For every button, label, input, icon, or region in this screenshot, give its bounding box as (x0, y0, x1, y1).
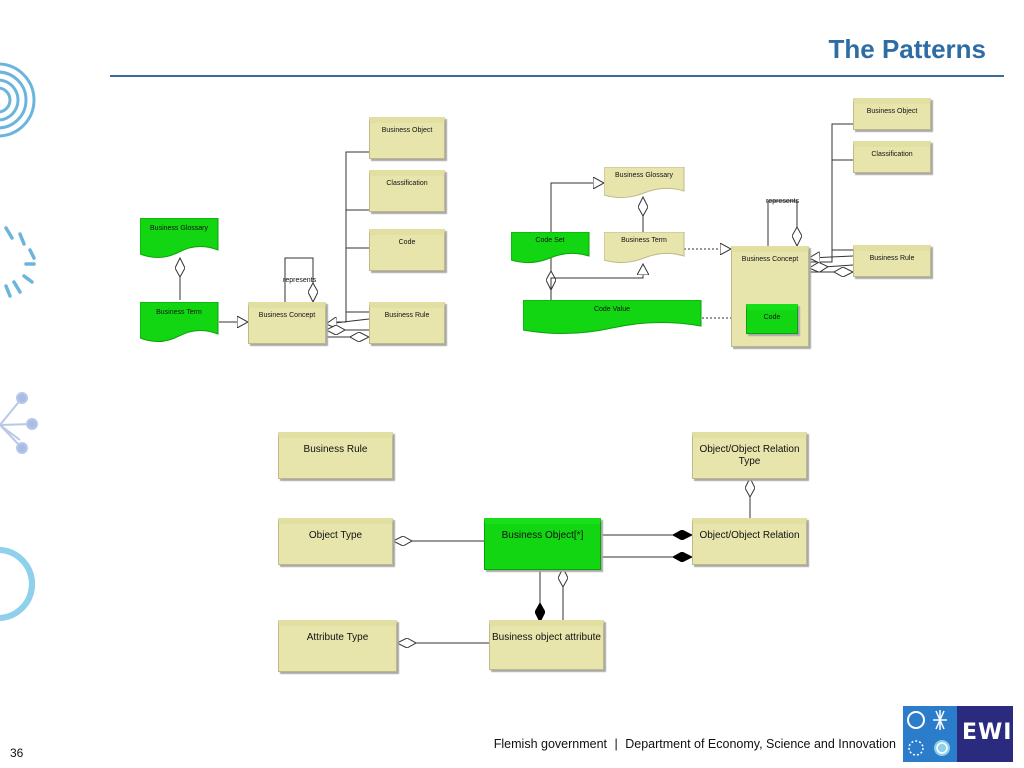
business-glossary-document-2[interactable]: Business Glossary (604, 167, 686, 203)
code-set-document[interactable]: Code Set (511, 232, 591, 268)
object-relation-type-label: Object/Object Relation Type (699, 444, 800, 467)
business-term-document[interactable]: Business Term (140, 302, 220, 346)
business-object-attribute-box[interactable]: Business object attribute (489, 620, 604, 670)
object-type-label: Object Type (308, 530, 363, 541)
business-glossary-document[interactable]: Business Glossary (140, 218, 220, 262)
business-object-label: Business Object (381, 127, 433, 134)
footer-organization: Flemish government (493, 737, 608, 751)
decorative-sidebar-graphic (0, 62, 38, 621)
page-number: 36 (10, 746, 24, 760)
business-object-box-2[interactable]: Business Object (853, 98, 931, 130)
attribute-type-label: Attribute Type (306, 632, 369, 643)
business-concept-label: Business Concept (258, 312, 316, 319)
business-concept-box[interactable]: Business Concept (248, 302, 326, 344)
business-concept-label-2: Business Concept (741, 256, 799, 263)
code-box-2[interactable]: Code (746, 304, 798, 334)
code-box[interactable]: Code (369, 229, 445, 271)
ewi-logo-text: EWI (962, 720, 1013, 745)
business-object-attribute-label: Business object attribute (492, 632, 601, 643)
business-glossary-label-2: Business Glossary (615, 172, 673, 179)
footer-text: Flemish government | Department of Econo… (0, 737, 896, 751)
object-relation-box[interactable]: Object/Object Relation (692, 518, 807, 565)
business-rule-box[interactable]: Business Rule (369, 302, 445, 344)
business-term-label: Business Term (156, 309, 202, 316)
classification-box-2[interactable]: Classification (853, 141, 931, 173)
code-label: Code (398, 239, 416, 246)
code-value-label: Code Value (594, 306, 630, 313)
code-value-document[interactable]: Code Value (523, 300, 703, 340)
page-title: The Patterns (828, 34, 987, 64)
business-rule-label: Business Rule (384, 312, 430, 319)
classification-box[interactable]: Classification (369, 170, 445, 212)
business-rule-box-3[interactable]: Business Rule (278, 432, 393, 479)
code-set-label: Code Set (535, 237, 564, 244)
business-rule-label-3: Business Rule (303, 444, 368, 455)
code-label-2: Code (763, 314, 781, 321)
represents-label-2: represents (766, 198, 800, 205)
business-term-document-2[interactable]: Business Term (604, 232, 686, 268)
business-object-box-3[interactable]: Business Object[*] (484, 518, 601, 570)
business-object-label-3: Business Object[*] (501, 530, 584, 541)
ewi-logo (903, 706, 1013, 762)
represents-label: represents (283, 277, 317, 284)
business-object-label-2: Business Object (866, 108, 918, 115)
footer-separator: | (614, 737, 618, 751)
business-term-label-2: Business Term (621, 237, 667, 244)
business-object-box[interactable]: Business Object (369, 117, 445, 159)
title-divider (110, 75, 1004, 77)
business-rule-label-2: Business Rule (869, 255, 915, 262)
footer-department: Department of Economy, Science and Innov… (625, 737, 896, 751)
business-rule-box-2[interactable]: Business Rule (853, 245, 931, 277)
object-relation-label: Object/Object Relation (699, 530, 800, 541)
classification-label: Classification (386, 180, 428, 187)
object-type-box[interactable]: Object Type (278, 518, 393, 565)
object-relation-type-box[interactable]: Object/Object Relation Type (692, 432, 807, 479)
business-glossary-label: Business Glossary (150, 225, 208, 232)
classification-label-2: Classification (871, 151, 913, 158)
attribute-type-box[interactable]: Attribute Type (278, 620, 397, 672)
